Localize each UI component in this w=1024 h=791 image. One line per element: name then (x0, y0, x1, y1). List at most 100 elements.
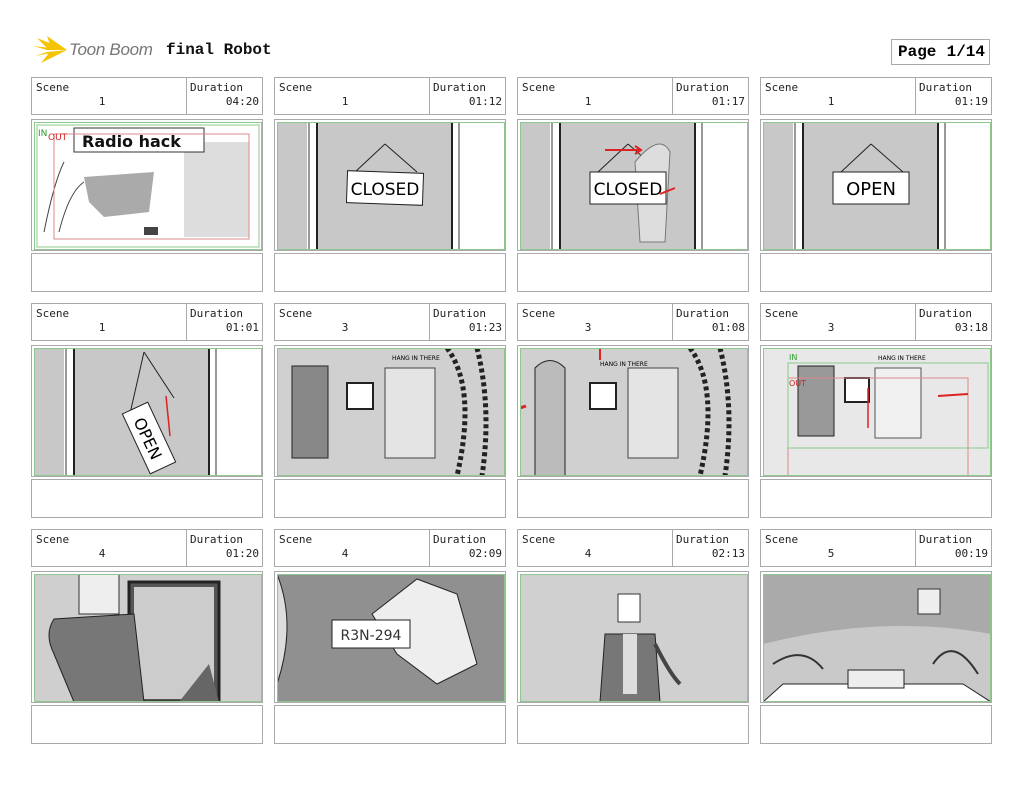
sketch-drawing: CLOSED (277, 122, 505, 250)
duration-value: 01:08 (711, 321, 745, 334)
panel-header: Scene 1 Duration 01:17 (517, 77, 749, 115)
sign-text: CLOSED (351, 180, 420, 200)
sign-text: CLOSED (594, 180, 663, 200)
panel-notes[interactable] (31, 253, 263, 292)
header-divider (186, 78, 187, 114)
panel-notes[interactable] (31, 705, 263, 744)
sketch-drawing: Radio hack IN OUT (34, 122, 262, 250)
scene-label: Scene (522, 81, 556, 94)
panel-image[interactable]: CLOSED (274, 119, 506, 251)
scene-label: Scene (279, 533, 313, 546)
sketch-drawing: OPEN (763, 122, 991, 250)
logo-text: Toon Boom (69, 40, 153, 59)
panel-notes[interactable] (274, 253, 506, 292)
scene-label: Scene (279, 307, 313, 320)
panel-header: Scene 3 Duration 01:08 (517, 303, 749, 341)
scene-number: 3 (584, 321, 592, 334)
panel-image[interactable]: R3N-294 (274, 571, 506, 703)
duration-label: Duration (433, 307, 486, 320)
scene-label: Scene (279, 81, 313, 94)
duration-label: Duration (676, 533, 729, 546)
in-marker: IN (38, 129, 47, 139)
panel-image[interactable] (760, 571, 992, 703)
scene-number: 1 (584, 95, 592, 108)
panel-header: Scene 1 Duration 04:20 (31, 77, 263, 115)
scene-label: Scene (522, 307, 556, 320)
header-divider (915, 78, 916, 114)
sketch-drawing: OPEN (34, 348, 262, 476)
header-divider (672, 78, 673, 114)
sketch-drawing (34, 574, 262, 702)
project-title: final Robot (166, 41, 272, 59)
panel-image[interactable]: OPEN (760, 119, 992, 251)
scene-number: 5 (827, 547, 835, 560)
scene-number: 4 (584, 547, 592, 560)
duration-value: 02:09 (468, 547, 502, 560)
duration-label: Duration (433, 81, 486, 94)
panel-image[interactable] (517, 571, 749, 703)
scene-number: 1 (98, 321, 106, 334)
duration-label: Duration (919, 533, 972, 546)
panel-header: Scene 4 Duration 02:13 (517, 529, 749, 567)
scene-label: Scene (765, 307, 799, 320)
out-marker: OUT (789, 379, 806, 388)
poster-text: HANG IN THERE (392, 355, 440, 362)
panel-header: Scene 1 Duration 01:12 (274, 77, 506, 115)
duration-value: 00:19 (954, 547, 988, 560)
sketch-drawing (763, 574, 991, 702)
sketch-drawing: HANG IN THERE IN OUT (763, 348, 991, 476)
scene-number: 4 (98, 547, 106, 560)
header-divider (915, 304, 916, 340)
panel-image[interactable]: HANG IN THERE (517, 345, 749, 477)
duration-value: 02:13 (711, 547, 745, 560)
scene-label: Scene (765, 533, 799, 546)
header-divider (672, 530, 673, 566)
duration-label: Duration (919, 81, 972, 94)
sketch-drawing (520, 574, 748, 702)
header-divider (672, 304, 673, 340)
duration-label: Duration (190, 307, 243, 320)
scene-label: Scene (765, 81, 799, 94)
duration-value: 01:12 (468, 95, 502, 108)
header-divider (186, 304, 187, 340)
panel-image[interactable]: HANG IN THERE IN OUT (760, 345, 992, 477)
panel-image[interactable] (31, 571, 263, 703)
scene-number: 4 (341, 547, 349, 560)
duration-label: Duration (190, 81, 243, 94)
panel-image[interactable]: CLOSED (517, 119, 749, 251)
panel-notes[interactable] (517, 705, 749, 744)
panel-notes[interactable] (517, 253, 749, 292)
panel-image[interactable]: Radio hack IN OUT (31, 119, 263, 251)
panel-notes[interactable] (274, 479, 506, 518)
duration-label: Duration (919, 307, 972, 320)
panel-image[interactable]: OPEN (31, 345, 263, 477)
duration-value: 01:19 (954, 95, 988, 108)
duration-value: 01:23 (468, 321, 502, 334)
header-divider (429, 530, 430, 566)
panel-notes[interactable] (760, 705, 992, 744)
panel-notes[interactable] (274, 705, 506, 744)
star-burst-icon (33, 36, 67, 63)
sketch-drawing: R3N-294 (277, 574, 505, 702)
panel-notes[interactable] (31, 479, 263, 518)
panel-notes[interactable] (760, 253, 992, 292)
in-marker: IN (789, 353, 797, 362)
panel-notes[interactable] (760, 479, 992, 518)
tag-text: R3N-294 (341, 628, 402, 644)
poster-text: HANG IN THERE (878, 355, 926, 362)
duration-label: Duration (190, 533, 243, 546)
panel-header: Scene 5 Duration 00:19 (760, 529, 992, 567)
scene-number: 3 (827, 321, 835, 334)
duration-value: 01:01 (225, 321, 259, 334)
page-indicator: Page 1/14 (891, 39, 990, 65)
scene-number: 3 (341, 321, 349, 334)
panel-header: Scene 1 Duration 01:19 (760, 77, 992, 115)
sketch-drawing: HANG IN THERE (520, 348, 748, 476)
duration-value: 03:18 (954, 321, 988, 334)
panel-image[interactable]: HANG IN THERE (274, 345, 506, 477)
panel-notes[interactable] (517, 479, 749, 518)
panel-header: Scene 3 Duration 03:18 (760, 303, 992, 341)
page-label: Page (898, 43, 937, 61)
duration-value: 01:20 (225, 547, 259, 560)
panel-header: Scene 3 Duration 01:23 (274, 303, 506, 341)
